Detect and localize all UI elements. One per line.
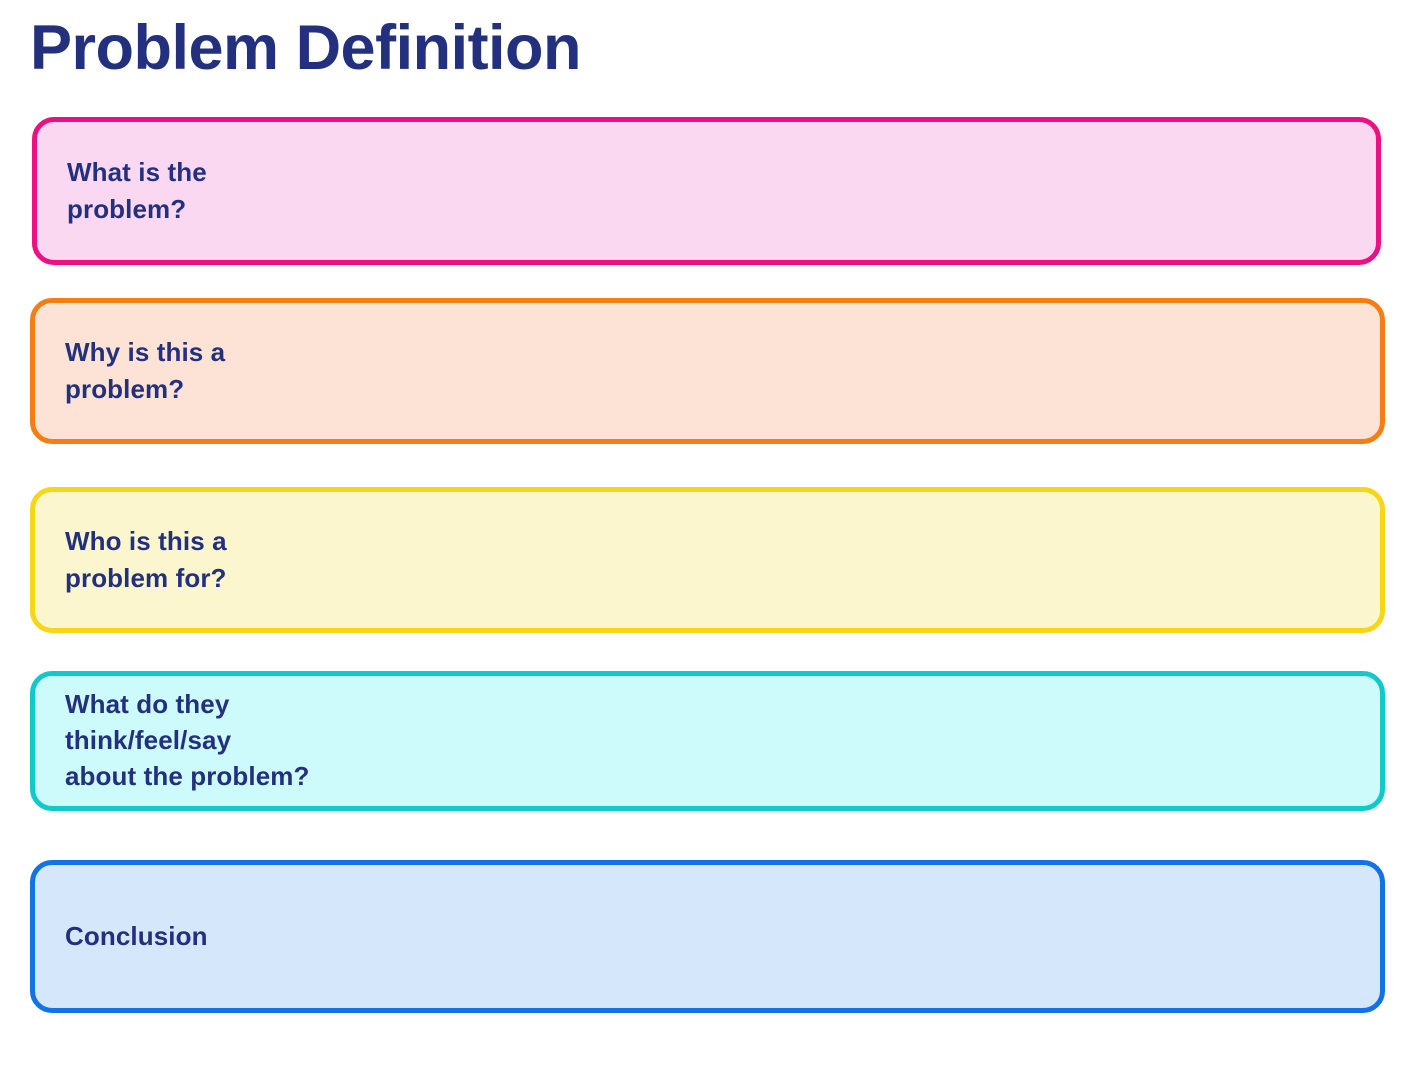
page-title: Problem Definition [30, 13, 582, 83]
section-label-why-is-this-a-problem: Why is this a problem? [65, 337, 226, 404]
section-card-why-is-this-a-problem[interactable]: Why is this a problem? [30, 298, 1385, 444]
section-label-who-is-this-a-problem-for: Who is this a problem for? [65, 526, 227, 593]
section-label-what-is-the-problem: What is the problem? [67, 157, 207, 224]
section-label-what-do-they-think-feel-say: What do they think/feel/say about the pr… [65, 689, 310, 791]
section-card-what-do-they-think-feel-say[interactable]: What do they think/feel/say about the pr… [30, 671, 1385, 811]
section-card-who-is-this-a-problem-for[interactable]: Who is this a problem for? [30, 487, 1385, 633]
section-label-conclusion: Conclusion [65, 921, 208, 952]
section-card-what-is-the-problem[interactable]: What is the problem? [32, 117, 1381, 265]
section-card-conclusion[interactable]: Conclusion [30, 860, 1385, 1013]
